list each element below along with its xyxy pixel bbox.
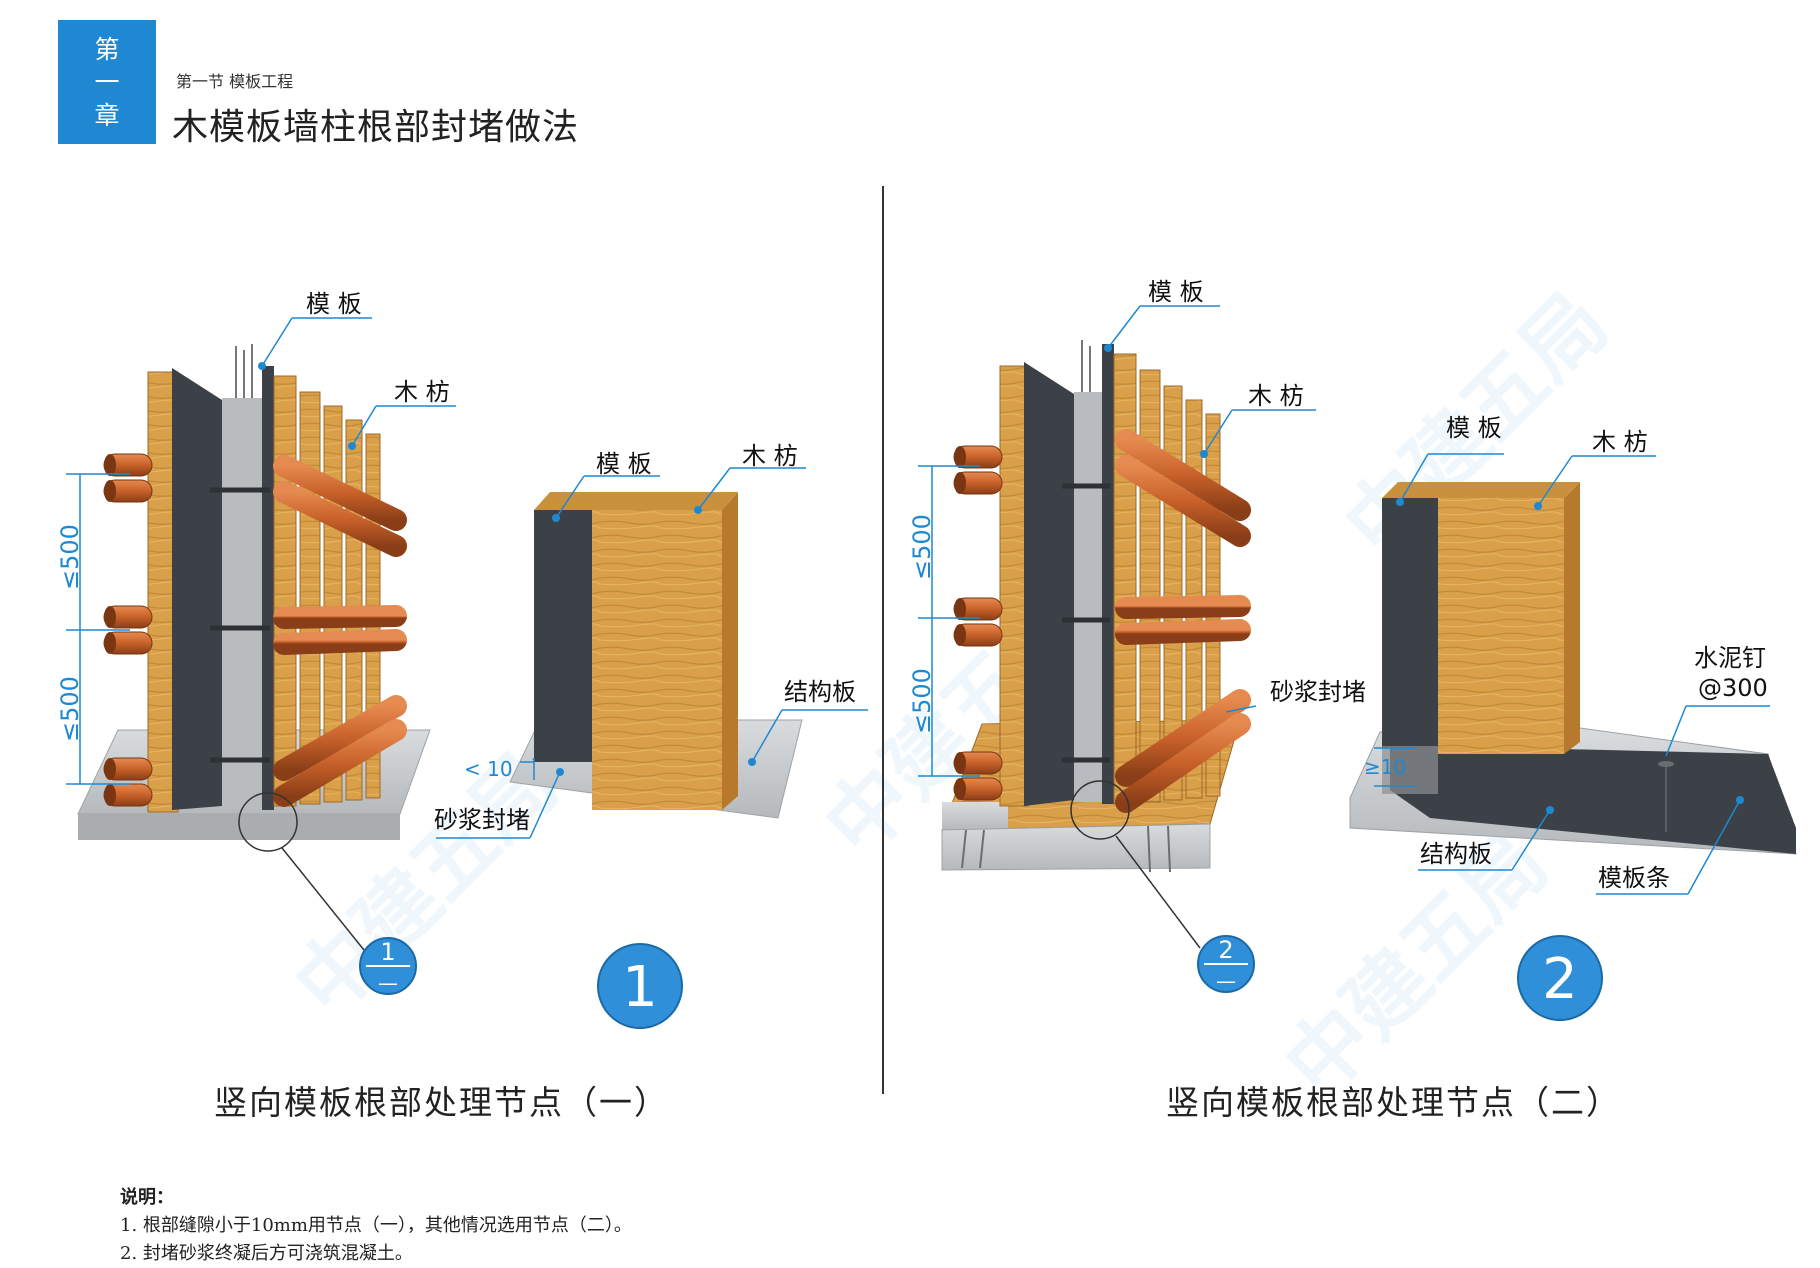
- center-divider: [882, 186, 884, 1094]
- node1-detail-label-formwork: 模 板: [596, 450, 652, 478]
- node1-badge: 1: [597, 943, 683, 1029]
- node2-detail-ref: 2 —: [1197, 935, 1255, 993]
- node2-detail-circle: [1070, 780, 1130, 840]
- notes-heading: 说明：: [120, 1187, 174, 1208]
- node2-detail-block: 模 板 木 枋 水泥钉 @300 ≥10 结构板 模板条: [1349, 414, 1797, 895]
- node2-dim-1: ≤500: [908, 514, 936, 580]
- node2-detail-ref-sub: —: [1216, 969, 1236, 993]
- node1-detail-ref-num: 1: [380, 938, 395, 966]
- node2-dark-formwork: [1024, 362, 1074, 806]
- node2-caption: 竖向模板根部处理节点（二）: [1166, 1083, 1621, 1122]
- node1-caption: 竖向模板根部处理节点（一）: [214, 1083, 669, 1122]
- node2-detail-ref-num: 2: [1218, 936, 1233, 964]
- node2-label-cement-nail: 水泥钉: [1694, 644, 1766, 672]
- node1-label-structure-slab: 结构板: [784, 678, 856, 706]
- node1-detail-ref-sub: —: [378, 971, 398, 995]
- chapter-char-3: 章: [94, 100, 120, 130]
- node1-badge-num: 1: [622, 955, 658, 1020]
- section-label: 第一节 模板工程: [176, 72, 294, 91]
- node1-detail-block: 模 板 木 枋 结构板 砂浆封堵 < 10: [434, 442, 868, 839]
- node1-detail-wood-face: [592, 510, 722, 810]
- node1-detail-dark-board: [534, 510, 592, 762]
- node1-dim-2: ≤500: [56, 676, 84, 742]
- node2-dim-2: ≤500: [908, 668, 936, 734]
- node2-label-formwork: 模 板: [1148, 278, 1204, 306]
- node1-wall-assembly: ≤500 ≤500 模 板 木 枋: [56, 290, 456, 961]
- node2-right-pipes: [1115, 429, 1251, 813]
- note-item-1: 1. 根部缝隙小于10mm用节点（一），其他情况选用节点（二）。: [120, 1215, 632, 1236]
- chapter-char-2: 一: [94, 67, 120, 97]
- node1-label-mortar-seal: 砂浆封堵: [434, 806, 530, 834]
- node2-label-batten: 木 枋: [1248, 382, 1304, 410]
- node2-left-pipes: [953, 445, 1003, 801]
- node1-dimension-line: [66, 473, 130, 785]
- node2-label-gap: ≥10: [1364, 755, 1406, 779]
- node1-left-pipes: [103, 453, 153, 807]
- node1-label-formwork: 模 板: [306, 290, 362, 318]
- node1-concrete-core: [222, 398, 264, 806]
- note-item-2: 2. 封堵砂浆终凝后方可浇筑混凝土。: [120, 1243, 413, 1264]
- node1-dim-1: ≤500: [56, 524, 84, 590]
- node2-back-wood-panel: [999, 365, 1029, 807]
- node2-detail-wood-face: [1438, 498, 1564, 754]
- node2-badge: 2: [1517, 935, 1603, 1021]
- node1-dark-formwork: [172, 368, 222, 810]
- node2-label-structure-slab: 结构板: [1420, 840, 1492, 868]
- node2-formwork-strip: [1390, 746, 1796, 854]
- node1-detail-label-batten: 木 枋: [742, 442, 798, 470]
- node1-label-gap: < 10: [464, 757, 513, 781]
- node2-label-mortar-seal: 砂浆封堵: [1270, 678, 1366, 706]
- node1-detail-ref: 1 —: [359, 937, 417, 995]
- notes: 说明： 1. 根部缝隙小于10mm用节点（一），其他情况选用节点（二）。 2. …: [120, 1184, 632, 1268]
- chapter-char-1: 第: [94, 34, 120, 64]
- node1-detail-circle: [238, 792, 298, 852]
- node2-concrete-core: [1074, 392, 1104, 802]
- node2-label-nail-spacing: @300: [1698, 674, 1768, 702]
- node2-detail-label-batten: 木 枋: [1592, 428, 1648, 456]
- node2-label-formwork-strip: 模板条: [1598, 864, 1670, 892]
- node2-dimension-line: [918, 465, 980, 777]
- chapter-tab: 第 一 章: [58, 20, 156, 144]
- page-title: 木模板墙柱根部封堵做法: [172, 107, 580, 148]
- node2-wall-assembly: ≤500 ≤500 模 板 木 枋 砂浆封堵: [908, 278, 1366, 949]
- node2-detail-label-formwork: 模 板: [1446, 414, 1502, 442]
- node1-label-batten: 木 枋: [394, 378, 450, 406]
- node2-badge-num: 2: [1542, 947, 1578, 1012]
- node1-right-pipes: [273, 455, 407, 807]
- node2-detail-dark-board: [1382, 498, 1438, 748]
